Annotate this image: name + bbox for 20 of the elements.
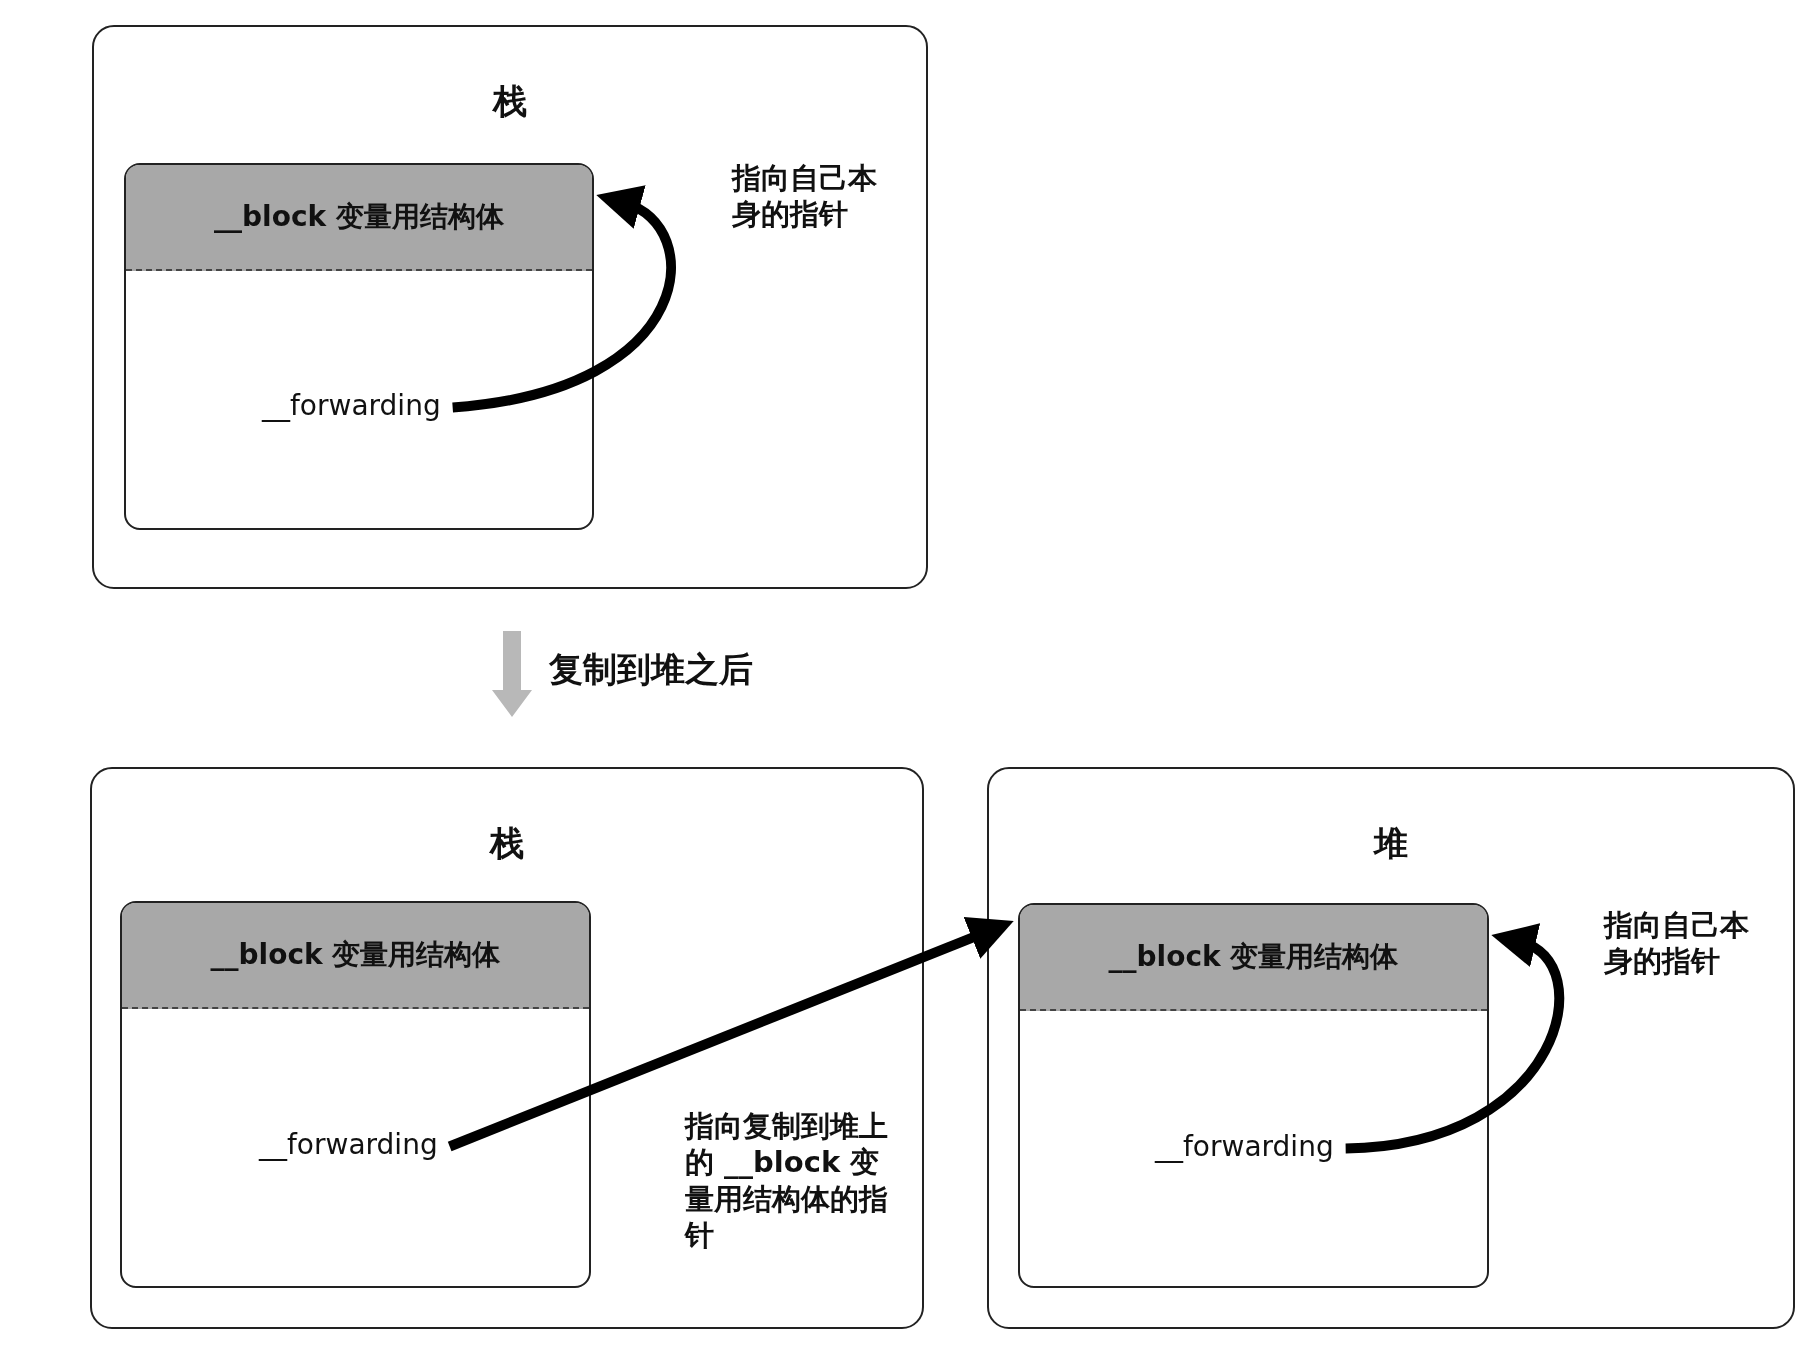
memory-area-box — [987, 767, 1795, 1329]
struct-header: __block 变量用结构体 — [1020, 905, 1487, 1011]
memory-area-title: 栈 — [491, 80, 528, 123]
memory-area-title: 栈 — [488, 822, 525, 865]
field-name: __forwarding — [1155, 1130, 1334, 1163]
edge-label: 指向自己本身的指针 — [732, 160, 878, 233]
arrow — [447, 916, 1014, 1152]
struct-box — [120, 901, 591, 1288]
field-name: __forwarding — [259, 1128, 438, 1161]
struct-header: __block 变量用结构体 — [126, 165, 592, 271]
note-text: 复制到堆之后 — [549, 648, 753, 691]
edge-label: 指向自己本身的指针 — [1604, 907, 1750, 980]
memory-area-box — [90, 767, 924, 1329]
struct-header: __block 变量用结构体 — [122, 903, 589, 1009]
memory-area-title: 堆 — [1372, 822, 1409, 865]
struct-box — [124, 163, 594, 530]
memory-area-box — [92, 25, 928, 589]
arrow — [452, 188, 676, 413]
field-name: __forwarding — [262, 389, 441, 422]
edge-label: 指向复制到堆上的 __block 变量用结构体的指针 — [685, 1108, 889, 1253]
